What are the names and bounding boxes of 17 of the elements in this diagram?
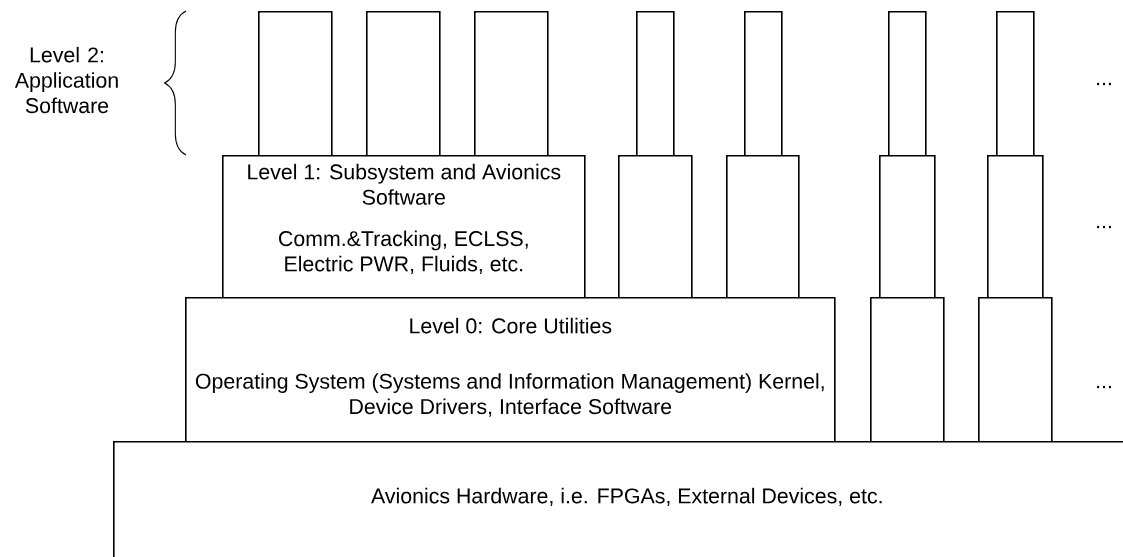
software-box xyxy=(618,155,693,299)
ellipsis: ... xyxy=(1097,82,1111,86)
software-box xyxy=(978,297,1053,443)
software-box xyxy=(879,155,936,299)
software-box xyxy=(366,11,441,157)
software-box xyxy=(870,297,945,443)
software-box xyxy=(474,11,549,157)
brace-label: Level 2: Application Software xyxy=(14,46,118,114)
software-box xyxy=(258,11,333,157)
ellipsis: ... xyxy=(1097,385,1111,389)
software-box xyxy=(744,11,783,157)
software-box xyxy=(996,11,1035,157)
software-box xyxy=(888,11,927,157)
software-box xyxy=(636,11,675,157)
software-box xyxy=(987,155,1044,299)
ellipsis: ... xyxy=(1097,225,1111,229)
software-box xyxy=(726,155,800,299)
